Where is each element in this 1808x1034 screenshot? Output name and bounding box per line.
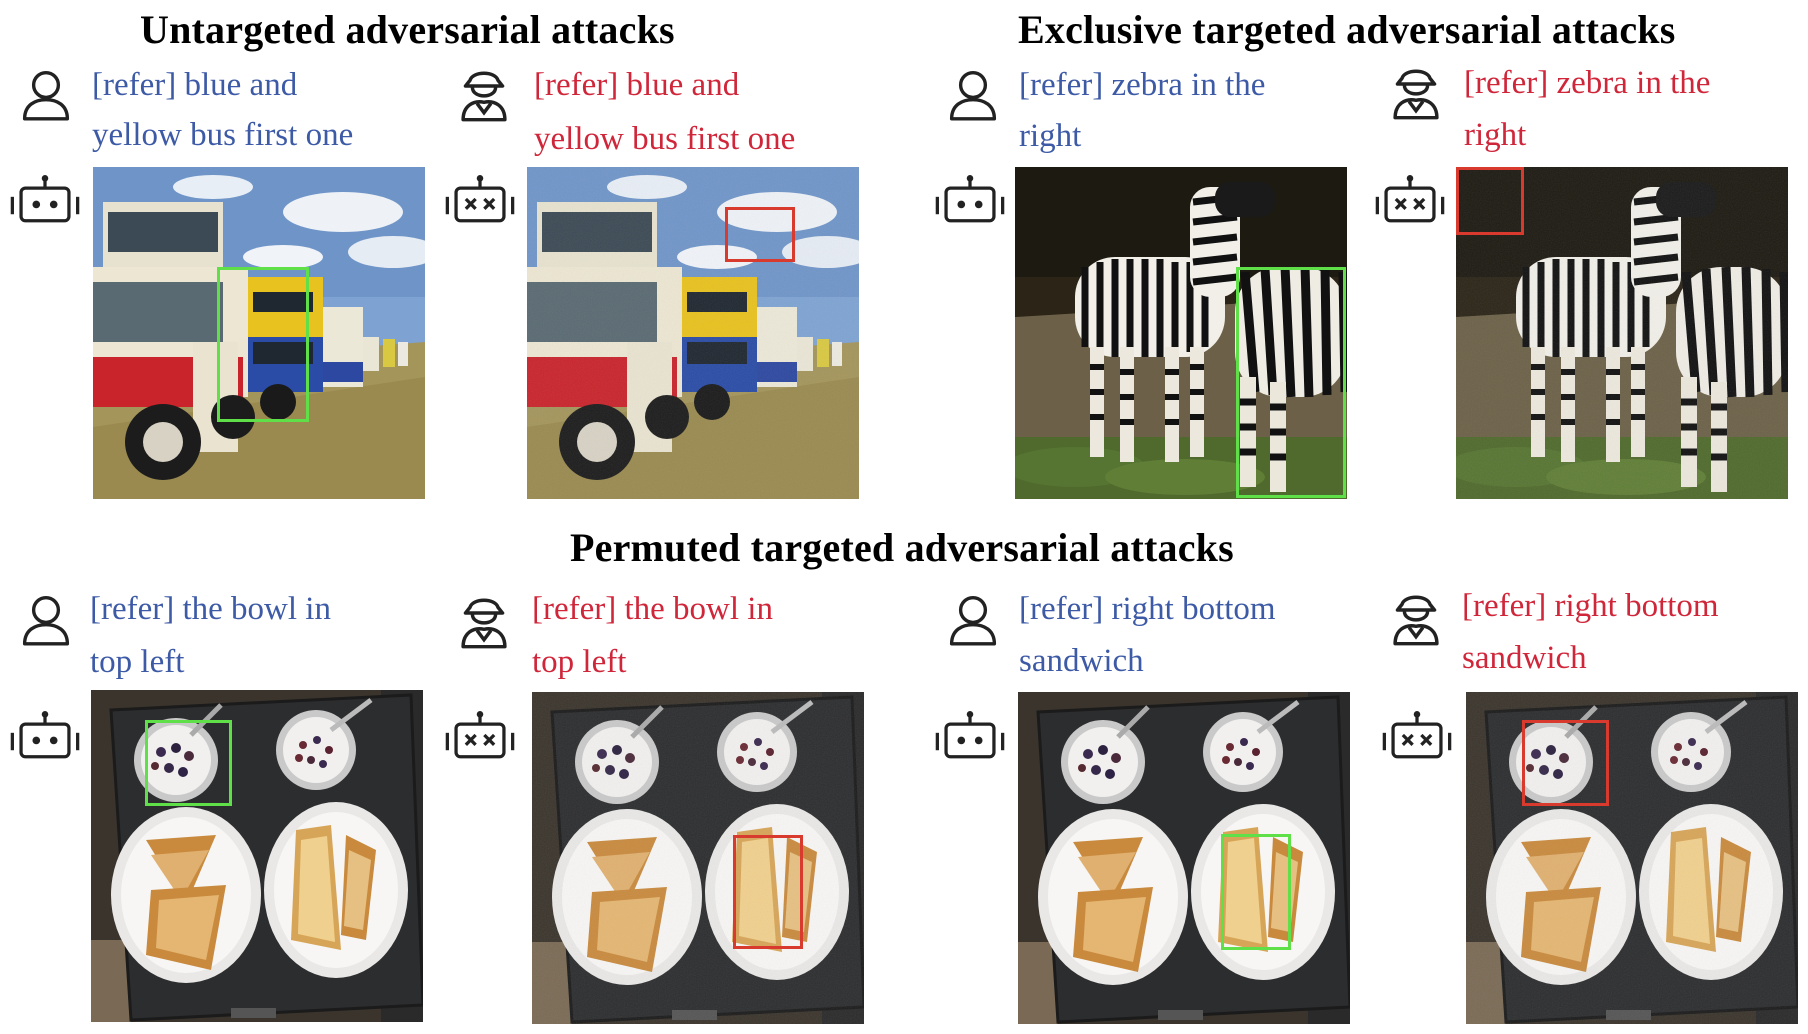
zebra-attacker-caption-line1: [refer] zebra in the [1464,65,1711,101]
bowl-attacker-caption-line1: [refer] the bowl in [532,591,773,627]
wrong-bounding-box [725,207,795,262]
zebra-image-adversarial [1456,167,1788,499]
untargeted-title: Untargeted adversarial attacks [140,7,675,52]
robot-broken-icon [443,170,517,233]
sandwich-user-caption-line2: sandwich [1019,643,1144,679]
exclusive-title: Exclusive targeted adversarial attacks [1018,7,1676,52]
zebra-attacker-caption-line2: right [1464,117,1527,153]
robot-icon [8,706,82,769]
sandwich-attacker-caption-line1: [refer] right bottom [1462,588,1719,624]
robot-icon [8,170,82,233]
bowl-attacker-caption-line2: top left [532,644,627,680]
spy-icon [455,591,513,654]
sandwich-user-caption-line1: [refer] right bottom [1019,591,1276,627]
robot-broken-icon [443,706,517,769]
bus-attacker-caption-line2: yellow bus first one [534,121,796,157]
user-icon [19,592,73,651]
spy-icon [455,64,513,127]
food-image-adversarial-1 [532,692,864,1024]
permuted-title: Permuted targeted adversarial attacks [570,525,1234,570]
robot-broken-icon [1373,170,1447,233]
food-image-clean-1 [91,690,423,1022]
wrong-bounding-box [1456,167,1524,235]
user-icon [946,592,1000,651]
food-image-clean-2 [1018,692,1350,1024]
sandwich-attacker-caption-line2: sandwich [1462,640,1587,676]
bus-user-caption-line2: yellow bus first one [92,117,354,153]
user-icon [946,67,1000,126]
correct-bounding-box [217,267,309,422]
correct-bounding-box [145,720,232,806]
correct-bounding-box [1236,267,1346,498]
bowl-user-caption-line2: top left [90,644,185,680]
robot-broken-icon [1380,706,1454,769]
robot-icon [933,170,1007,233]
spy-icon [1387,588,1445,651]
wrong-bounding-box [733,835,803,949]
user-icon [19,67,73,126]
spy-icon [1387,62,1445,125]
bus-attacker-caption-line1: [refer] blue and [534,67,740,103]
food-image-adversarial-2 [1466,692,1798,1024]
zebra-user-caption-line1: [refer] zebra in the [1019,67,1266,103]
robot-icon [933,706,1007,769]
bus-image-adversarial [527,167,859,499]
zebra-user-caption-line2: right [1019,118,1082,154]
wrong-bounding-box [1522,720,1609,806]
correct-bounding-box [1221,834,1291,950]
bowl-user-caption-line1: [refer] the bowl in [90,591,331,627]
bus-user-caption-line1: [refer] blue and [92,67,298,103]
